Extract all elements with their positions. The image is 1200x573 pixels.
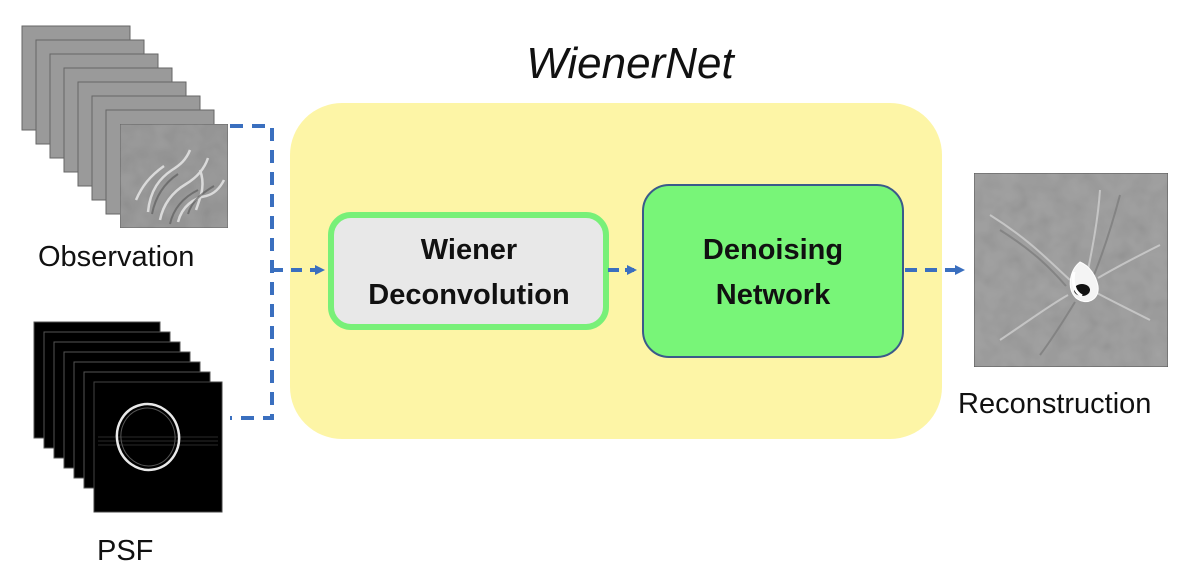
denoising-network-block	[642, 184, 904, 358]
reconstruction-label: Reconstruction	[958, 388, 1151, 420]
wiener-label-line2: Deconvolution	[368, 279, 569, 311]
psf-label: PSF	[97, 535, 153, 567]
diagram-title: WienerNet	[526, 39, 735, 88]
wiener-label-line1: Wiener	[421, 234, 517, 266]
psf-image-stack	[33, 321, 223, 513]
wiener-deconvolution-block	[328, 212, 609, 330]
observation-label: Observation	[38, 241, 194, 273]
observation-image-stack	[21, 25, 229, 229]
input-connector	[230, 124, 274, 420]
reconstruction-image	[973, 172, 1169, 368]
denoising-label-line2: Network	[716, 279, 831, 311]
denoising-label-line1: Denoising	[703, 234, 843, 266]
